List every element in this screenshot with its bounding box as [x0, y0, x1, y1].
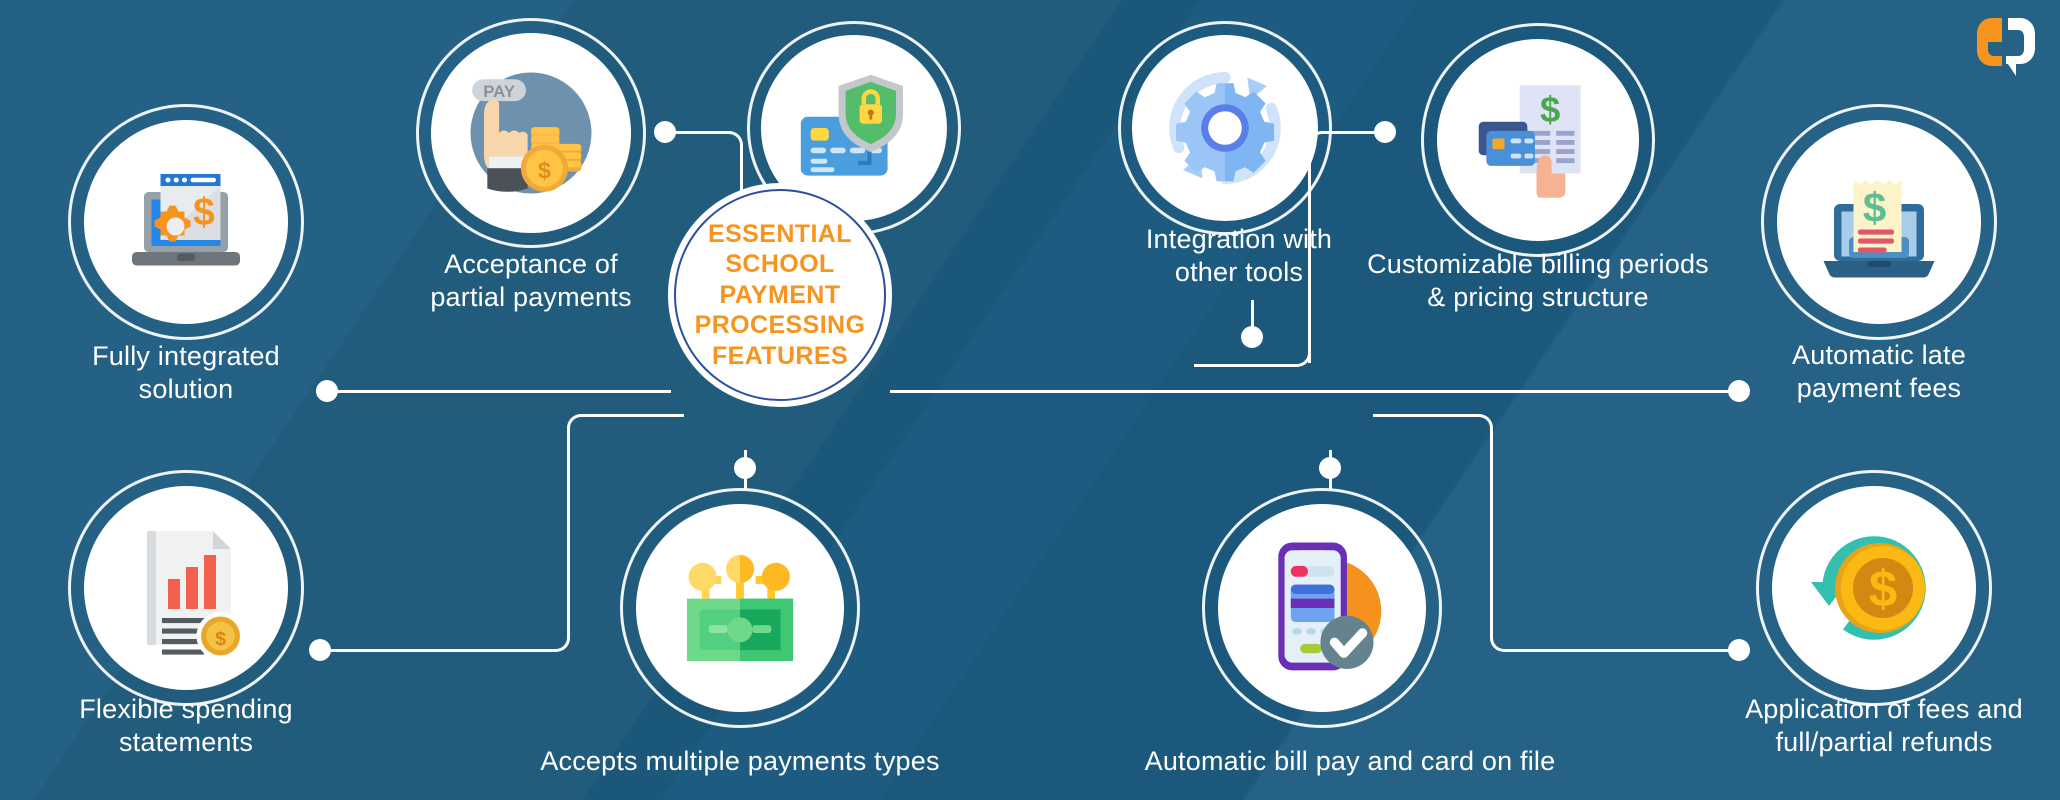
node-label-automatic-bill-pay-card-on-file: Automatic bill pay and card on file — [1144, 746, 1556, 776]
connector-dot-lower-right — [1728, 639, 1750, 661]
node-label-flexible-spending-statements: Flexible spending statements — [79, 694, 293, 758]
connector-midline-left — [336, 390, 671, 393]
node-label-customizable-billing-periods: Customizable billing periods & pricing s… — [1367, 249, 1709, 313]
node-accepts-multiple-payments-types[interactable] — [620, 488, 860, 728]
svg-text:PAY: PAY — [483, 82, 515, 101]
company-logo[interactable] — [1972, 12, 2042, 78]
node-label-acceptance-of-partial-payments: Acceptance of partial payments — [430, 249, 632, 313]
node-outer-ring — [1421, 23, 1655, 257]
node-acceptance-of-partial-payments[interactable]: PAY — [416, 18, 646, 248]
node-disc: PAY — [431, 33, 631, 233]
node-label-fully-integrated-solution: Fully integrated solution — [92, 341, 280, 405]
connector-dot-phone-stub — [1319, 457, 1341, 479]
connector-int-corner2 — [1281, 337, 1311, 367]
node-disc: $ — [84, 486, 288, 690]
node-disc — [1132, 35, 1318, 221]
coin-refund-arrow-icon: $ — [1811, 536, 1926, 640]
connector-lower-right-corner1 — [1490, 622, 1520, 652]
node-outer-ring — [1756, 470, 1992, 706]
node-automatic-bill-pay-card-on-file[interactable] — [1202, 488, 1442, 728]
cp-logo-icon — [1977, 18, 2035, 76]
connector-dot-money-stub — [734, 457, 756, 479]
connector-int-v1 — [1308, 158, 1311, 363]
connector-dot-right-midline — [1728, 380, 1750, 402]
node-label-application-of-fees-and-refunds: Application of fees and full/partial ref… — [1745, 694, 2023, 758]
connector-midline-right — [890, 390, 1738, 393]
connector-dot-integration-stub — [1241, 326, 1263, 348]
svg-text:$: $ — [193, 191, 215, 234]
node-label-accepts-multiple-payments-types: Accepts multiple payments types — [540, 746, 940, 776]
node-label-integration-with-other-tools: Integration with other tools — [1145, 224, 1333, 288]
report-barchart-coin-icon: $ — [147, 531, 245, 660]
svg-text:$: $ — [215, 628, 226, 650]
node-customizable-billing-periods[interactable]: $ — [1421, 23, 1655, 257]
connector-lower-right-corner2 — [1463, 414, 1493, 444]
svg-text:$: $ — [1540, 89, 1560, 130]
node-disc: $ — [84, 120, 288, 324]
node-application-of-fees-and-refunds[interactable]: $ — [1756, 470, 1992, 706]
node-disc: $ — [1437, 39, 1639, 241]
node-outer-ring — [1202, 488, 1442, 728]
connector-lower-left-corner1 — [540, 622, 570, 652]
connector-dot-pci-branch — [654, 121, 676, 143]
center-hub[interactable]: ESSENTIAL SCHOOL PAYMENT PROCESSING FEAT… — [668, 183, 892, 407]
connector-lower-right-h — [1510, 649, 1732, 652]
node-outer-ring — [1118, 21, 1332, 235]
laptop-gear-dollar-icon: $ — [132, 174, 240, 266]
node-outer-ring — [1761, 104, 1997, 340]
hub-inner-circle: ESSENTIAL SCHOOL PAYMENT PROCESSING FEAT… — [674, 189, 886, 401]
connector-pci-corner — [713, 131, 743, 161]
node-outer-ring — [68, 104, 304, 340]
gear-sync-icon — [1169, 72, 1281, 184]
connector-lower-right-v — [1490, 441, 1493, 625]
invoice-cards-hand-icon: $ — [1478, 85, 1581, 198]
node-fully-integrated-solution[interactable]: $ — [68, 104, 304, 340]
connector-int-h1 — [1330, 131, 1392, 134]
node-disc — [1218, 504, 1426, 712]
svg-text:$: $ — [1863, 184, 1886, 231]
connector-lower-left-v — [567, 441, 570, 625]
node-flexible-spending-statements[interactable]: $ — [68, 470, 304, 706]
node-automatic-late-payment-fees[interactable]: $ — [1761, 104, 1997, 340]
node-label-automatic-late-payment-fees: Automatic late payment fees — [1792, 340, 1966, 404]
connector-dot-left-midline — [316, 380, 338, 402]
connector-int-h2 — [1194, 364, 1284, 367]
node-disc: $ — [1777, 120, 1981, 324]
connector-lower-right-h2 — [1373, 414, 1465, 417]
node-disc — [636, 504, 844, 712]
hand-pay-button-coins-icon: PAY — [470, 72, 592, 194]
connector-int-stub-line — [1251, 300, 1254, 332]
svg-text:$: $ — [1869, 560, 1897, 617]
node-outer-ring — [620, 488, 860, 728]
connector-dot-integration-branch — [1374, 121, 1396, 143]
node-integration-with-other-tools[interactable] — [1118, 21, 1332, 235]
node-outer-ring — [68, 470, 304, 706]
banknote-coins-icon — [686, 554, 794, 662]
node-disc: $ — [1772, 486, 1976, 690]
laptop-receipt-dollar-icon: $ — [1823, 180, 1935, 278]
connector-lower-left-corner2 — [567, 414, 597, 444]
phone-card-check-icon — [1278, 542, 1382, 671]
node-outer-ring — [416, 18, 646, 248]
credit-card-shield-lock-icon — [800, 74, 903, 176]
connector-pci-h1 — [666, 131, 728, 134]
hub-title: ESSENTIAL SCHOOL PAYMENT PROCESSING FEAT… — [694, 219, 866, 370]
connector-lower-left-h — [329, 649, 555, 652]
svg-text:$: $ — [538, 157, 551, 183]
connector-dot-lower-left — [309, 639, 331, 661]
connector-lower-left-h2 — [594, 414, 684, 417]
